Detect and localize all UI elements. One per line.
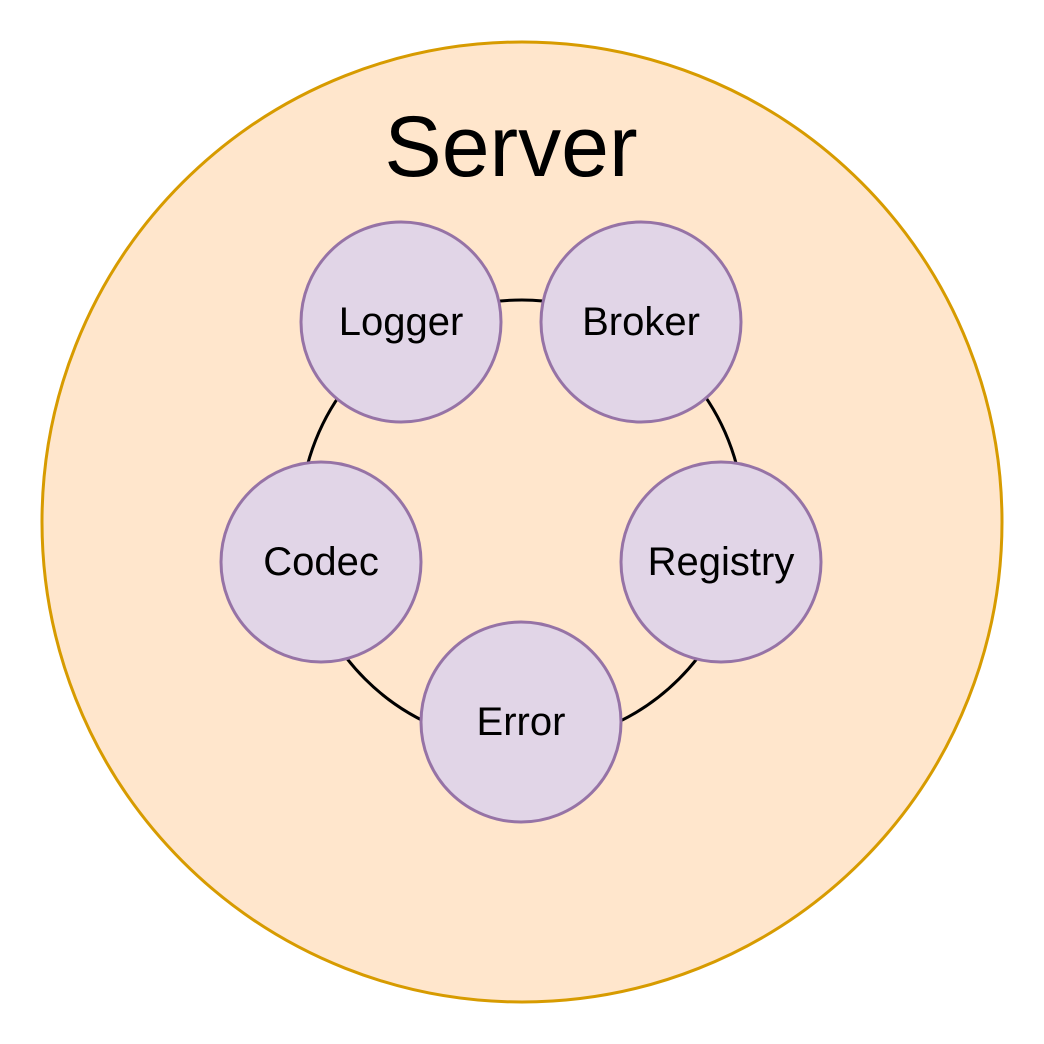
component-registry[interactable]: Registry <box>619 460 823 664</box>
component-codec-label: Codec <box>263 540 379 584</box>
component-error-circle <box>419 620 623 824</box>
component-error-label: Error <box>477 700 566 744</box>
component-broker[interactable]: Broker <box>539 220 743 424</box>
component-codec-circle <box>219 460 423 664</box>
component-broker-label: Broker <box>582 300 700 344</box>
component-logger[interactable]: Logger <box>299 220 503 424</box>
server-title: Server <box>384 99 637 195</box>
component-registry-circle <box>619 460 823 664</box>
component-broker-circle <box>539 220 743 424</box>
component-registry-label: Registry <box>648 540 795 584</box>
component-logger-circle <box>299 220 503 424</box>
component-error[interactable]: Error <box>419 620 623 824</box>
component-codec[interactable]: Codec <box>219 460 423 664</box>
server-boundary <box>40 40 1004 1004</box>
component-logger-label: Logger <box>339 300 464 344</box>
